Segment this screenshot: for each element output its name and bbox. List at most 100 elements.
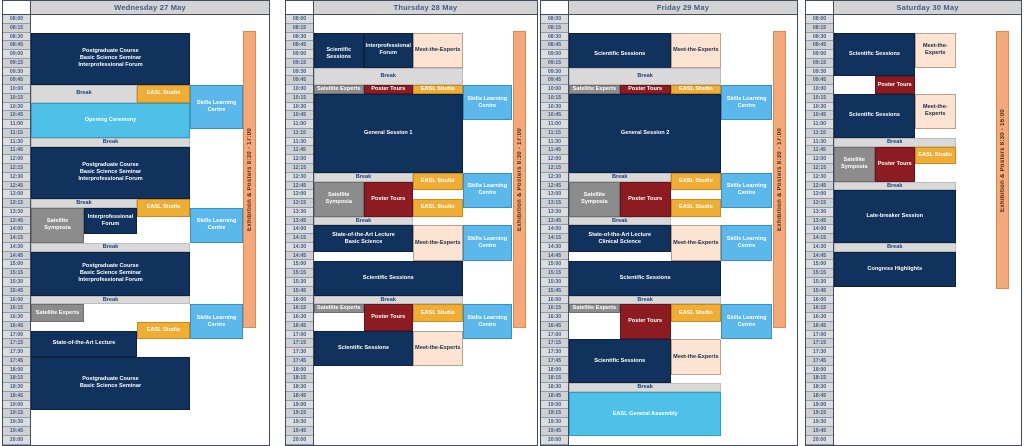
time-label: 09:30 (286, 67, 313, 77)
event-satellite-experts-am[interactable]: Satellite Experts (569, 85, 620, 94)
event-satellite-experts-pm[interactable]: Satellite Experts (569, 304, 620, 314)
event-opening-ceremony[interactable]: Opening Ceremony (31, 102, 190, 138)
event-meet-the-experts-am[interactable]: Meet-the-Experts (670, 32, 722, 68)
event-break-2[interactable]: Break (834, 181, 956, 191)
event-break-4[interactable]: Break (314, 295, 463, 305)
event-label: Break (637, 384, 653, 391)
time-label: 10:45 (286, 111, 313, 121)
event-easl-studio-midday[interactable]: EASL Studio (915, 146, 956, 165)
event-meet-the-experts-evening[interactable]: Meet-the-Experts (670, 339, 722, 375)
event-easl-studio-pm[interactable]: EASL Studio (670, 304, 722, 322)
event-scientific-sessions-late-morning[interactable]: Scientific Sessions (834, 93, 915, 138)
event-scientific-sessions-pm[interactable]: Scientific Sessions (314, 260, 463, 296)
event-satellite-experts-pm[interactable]: Satellite Experts (314, 304, 364, 314)
event-easl-general-assembly[interactable]: EASL General Assembly (569, 392, 722, 436)
exhibition-posters-bar-wednesday[interactable]: Exhibition & Posters 8:30 - 17:00 (243, 31, 256, 328)
event-scientific-sessions-evening[interactable]: Scientific Sessions (569, 339, 671, 384)
event-break-3[interactable]: Break (314, 216, 413, 226)
event-satellite-experts-am[interactable]: Satellite Experts (314, 85, 364, 94)
exhibition-posters-bar-saturday[interactable]: Exhibition & Posters 8:30 - 16:00 (996, 31, 1009, 289)
event-easl-studio-pm[interactable]: EASL Studio (413, 304, 463, 322)
event-poster-tours-am[interactable]: Poster Tours (363, 85, 413, 94)
time-label: 18:45 (541, 391, 568, 401)
event-meet-the-experts-pm[interactable]: Meet-the-Experts (413, 225, 463, 261)
event-break-3[interactable]: Break (31, 199, 137, 208)
event-break-2[interactable]: Break (314, 172, 413, 182)
time-label: 13:00 (806, 190, 833, 200)
time-label: 09:45 (806, 76, 833, 86)
event-poster-tours-am[interactable]: Poster Tours (619, 85, 671, 94)
event-poster-tours-midday[interactable]: Poster Tours (874, 146, 915, 182)
event-general-session-2[interactable]: General Session 2 (569, 93, 722, 173)
event-break-4[interactable]: Break (569, 295, 722, 305)
event-late-breaker-session[interactable]: Late-breaker Session (834, 190, 956, 243)
event-break-1[interactable]: Break (569, 67, 722, 86)
time-label: 18:30 (806, 383, 833, 392)
event-break-4[interactable]: Break (31, 243, 190, 252)
event-scientific-sessions-pm[interactable]: Scientific Sessions (569, 260, 722, 296)
exhibition-posters-bar-thursday[interactable]: Exhibition & Posters 8:30 - 17:00 (513, 31, 526, 328)
event-easl-studio-1[interactable]: EASL Studio (137, 85, 190, 103)
event-poster-tours-pm[interactable]: Poster Tours (363, 304, 413, 331)
event-meet-the-experts-am[interactable]: Meet-the-Experts (413, 32, 463, 68)
event-scientific-sessions-morning[interactable]: Scientific Sessions (834, 32, 915, 77)
time-label: 08:45 (541, 41, 568, 51)
event-state-of-the-art-lecture[interactable]: State-of-the-Art Lecture (31, 330, 137, 358)
event-break-3[interactable]: Break (569, 216, 671, 226)
event-meet-the-experts-late-morning[interactable]: Meet-the-Experts (915, 93, 956, 129)
event-poster-tours-pm[interactable]: Poster Tours (619, 304, 671, 340)
event-easl-studio-midday-2[interactable]: EASL Studio (413, 199, 463, 217)
event-break-1[interactable]: Break (31, 85, 137, 103)
exhibition-posters-bar-friday[interactable]: Exhibition & Posters 8:30 - 17:00 (773, 31, 786, 328)
event-congress-highlights[interactable]: Congress Highlights (834, 251, 956, 287)
event-scientific-sessions-evening[interactable]: Scientific Sessions (314, 330, 413, 366)
event-general-session-1[interactable]: General Session 1 (314, 93, 463, 173)
event-poster-tours-midday[interactable]: Poster Tours (619, 181, 671, 217)
event-break-2[interactable]: Break (31, 137, 190, 147)
event-break-3[interactable]: Break (834, 243, 956, 252)
event-meet-the-experts-pm[interactable]: Meet-the-Experts (670, 225, 722, 261)
event-easl-studio-midday[interactable]: EASL Studio (670, 172, 722, 191)
event-break-1[interactable]: Break (834, 137, 956, 147)
event-label: General Session 1 (363, 129, 413, 136)
event-break-5[interactable]: Break (31, 295, 190, 305)
event-easl-studio-3[interactable]: EASL Studio (137, 321, 190, 340)
event-break-5[interactable]: Break (569, 383, 722, 393)
event-meet-the-experts-evening[interactable]: Meet-the-Experts (413, 330, 463, 366)
event-meet-the-experts-am[interactable]: Meet-the-Experts (915, 32, 956, 68)
event-easl-studio-midday-2[interactable]: EASL Studio (670, 199, 722, 217)
event-poster-tours-midday[interactable]: Poster Tours (363, 181, 413, 217)
event-easl-studio-am[interactable]: EASL Studio (413, 85, 463, 94)
event-break-1[interactable]: Break (314, 67, 463, 86)
event-easl-studio-am[interactable]: EASL Studio (670, 85, 722, 94)
event-break-2[interactable]: Break (569, 172, 671, 182)
event-easl-studio-2[interactable]: EASL Studio (137, 199, 190, 217)
event-easl-studio-midday[interactable]: EASL Studio (413, 172, 463, 191)
event-poster-tours-am[interactable]: Poster Tours (874, 76, 915, 94)
event-satellite-experts[interactable]: Satellite Experts (31, 304, 84, 322)
